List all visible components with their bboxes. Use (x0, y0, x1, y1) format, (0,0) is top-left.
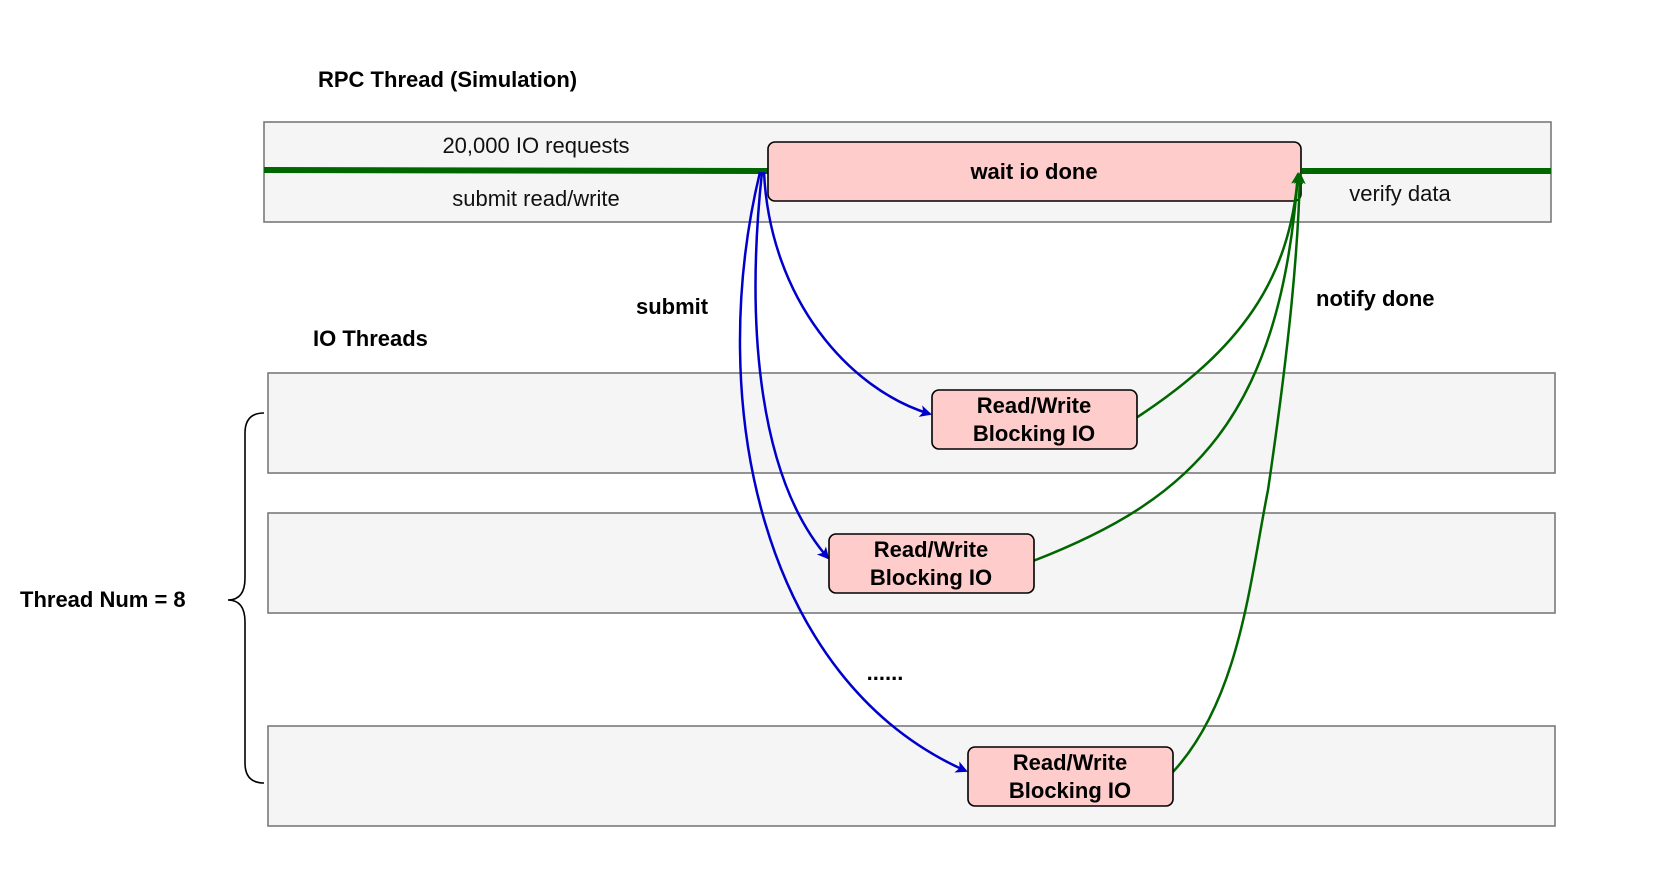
timeline-submit-segment (263, 167, 769, 174)
io-thread-lane-1 (267, 372, 1556, 474)
io-thread-lane-8 (267, 725, 1556, 827)
blocking-io-box-1 (931, 389, 1138, 450)
blocking-io-box-8 (967, 746, 1174, 807)
blocking-io-box-8-line1: Read/Write (1013, 750, 1128, 775)
submit-read-write-label: submit read/write (452, 186, 620, 211)
blocking-io-box-8-line2: Blocking IO (1009, 778, 1131, 803)
notify-arrow-2 (1032, 172, 1304, 563)
submit-arrow-2 (754, 171, 830, 560)
more-threads-ellipsis: ...... (867, 660, 904, 685)
blocking-io-box-1-line1: Read/Write (977, 393, 1092, 418)
thread-group-brace (227, 412, 265, 784)
submit-arrow-1 (762, 171, 932, 417)
thread-num-label: Thread Num = 8 (20, 587, 186, 612)
rpc-thread-title: RPC Thread (Simulation) (318, 67, 577, 92)
notify-arrow-3 (1171, 172, 1306, 774)
blocking-io-box-2-line2: Blocking IO (870, 565, 992, 590)
verify-data-label: verify data (1349, 181, 1451, 206)
notify-done-edge-label: notify done (1316, 286, 1435, 311)
submit-arrow-3 (738, 171, 968, 773)
blocking-io-box-1-line2: Blocking IO (973, 421, 1095, 446)
blocking-io-box-2-line1: Read/Write (874, 537, 989, 562)
io-requests-label: 20,000 IO requests (442, 133, 629, 158)
wait-io-done-box (767, 141, 1302, 202)
notify-arrow-1 (1135, 172, 1304, 420)
blocking-io-box-2 (828, 533, 1035, 594)
submit-edge-label: submit (636, 294, 709, 319)
io-threads-title: IO Threads (313, 326, 428, 351)
wait-io-done-label: wait io done (969, 159, 1097, 184)
